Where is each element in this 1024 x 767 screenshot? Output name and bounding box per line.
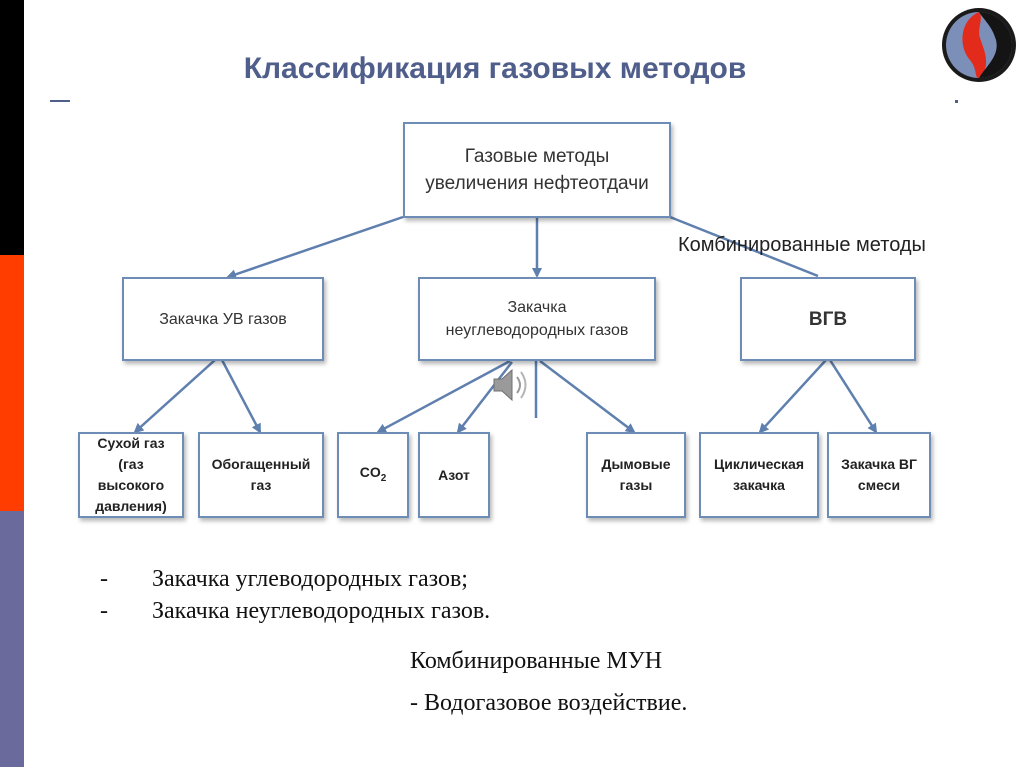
combined-mun-text: Комбинированные МУН bbox=[410, 648, 663, 674]
speaker-icon[interactable] bbox=[488, 362, 534, 408]
list-item-hc: - bbox=[100, 566, 108, 593]
list-marker: - bbox=[100, 598, 108, 624]
page-title: Классификация газовых методов bbox=[243, 52, 747, 85]
nitrogen-box: Азот bbox=[418, 432, 490, 518]
list-item-hc-text: Закачка углеводородных газов; bbox=[152, 566, 468, 592]
arrow-root-to-hc bbox=[226, 215, 404, 280]
vgv-box: ВГВ bbox=[740, 277, 916, 361]
list-item-nonhc-text: Закачка неуглеводородных газов. bbox=[152, 598, 491, 624]
sidebar-strip-purple bbox=[0, 511, 24, 767]
title-underline-dash bbox=[50, 100, 70, 102]
arrow-hc-to-enriched bbox=[220, 359, 262, 434]
arrow-hc-to-dry bbox=[133, 359, 216, 434]
list-item-nonhc: - bbox=[100, 598, 108, 625]
arrow-nonhc-to-co2 bbox=[376, 359, 511, 434]
list-marker: - bbox=[100, 566, 108, 592]
sidebar-strip-black bbox=[0, 0, 24, 255]
sidebar-strip-red bbox=[0, 255, 24, 511]
arrow-vgv-to-wg bbox=[828, 359, 878, 434]
logo-icon bbox=[942, 8, 1016, 82]
arrow-nonhc-to-nitrogen bbox=[456, 361, 513, 434]
title-underline-dot bbox=[955, 100, 958, 103]
arrow-nonhc-to-flue bbox=[539, 360, 636, 434]
co2-box: CO2 bbox=[337, 432, 409, 518]
hc-gas-injection-box: Закачка УВ газов bbox=[122, 277, 324, 361]
water-gas-impact-text: - Водогазовое воздействие. bbox=[410, 690, 688, 716]
combined-methods-label: Комбинированные методы bbox=[678, 234, 926, 256]
line-root-to-vgv bbox=[669, 215, 819, 278]
arrow-vgv-to-cyclic bbox=[758, 359, 827, 434]
